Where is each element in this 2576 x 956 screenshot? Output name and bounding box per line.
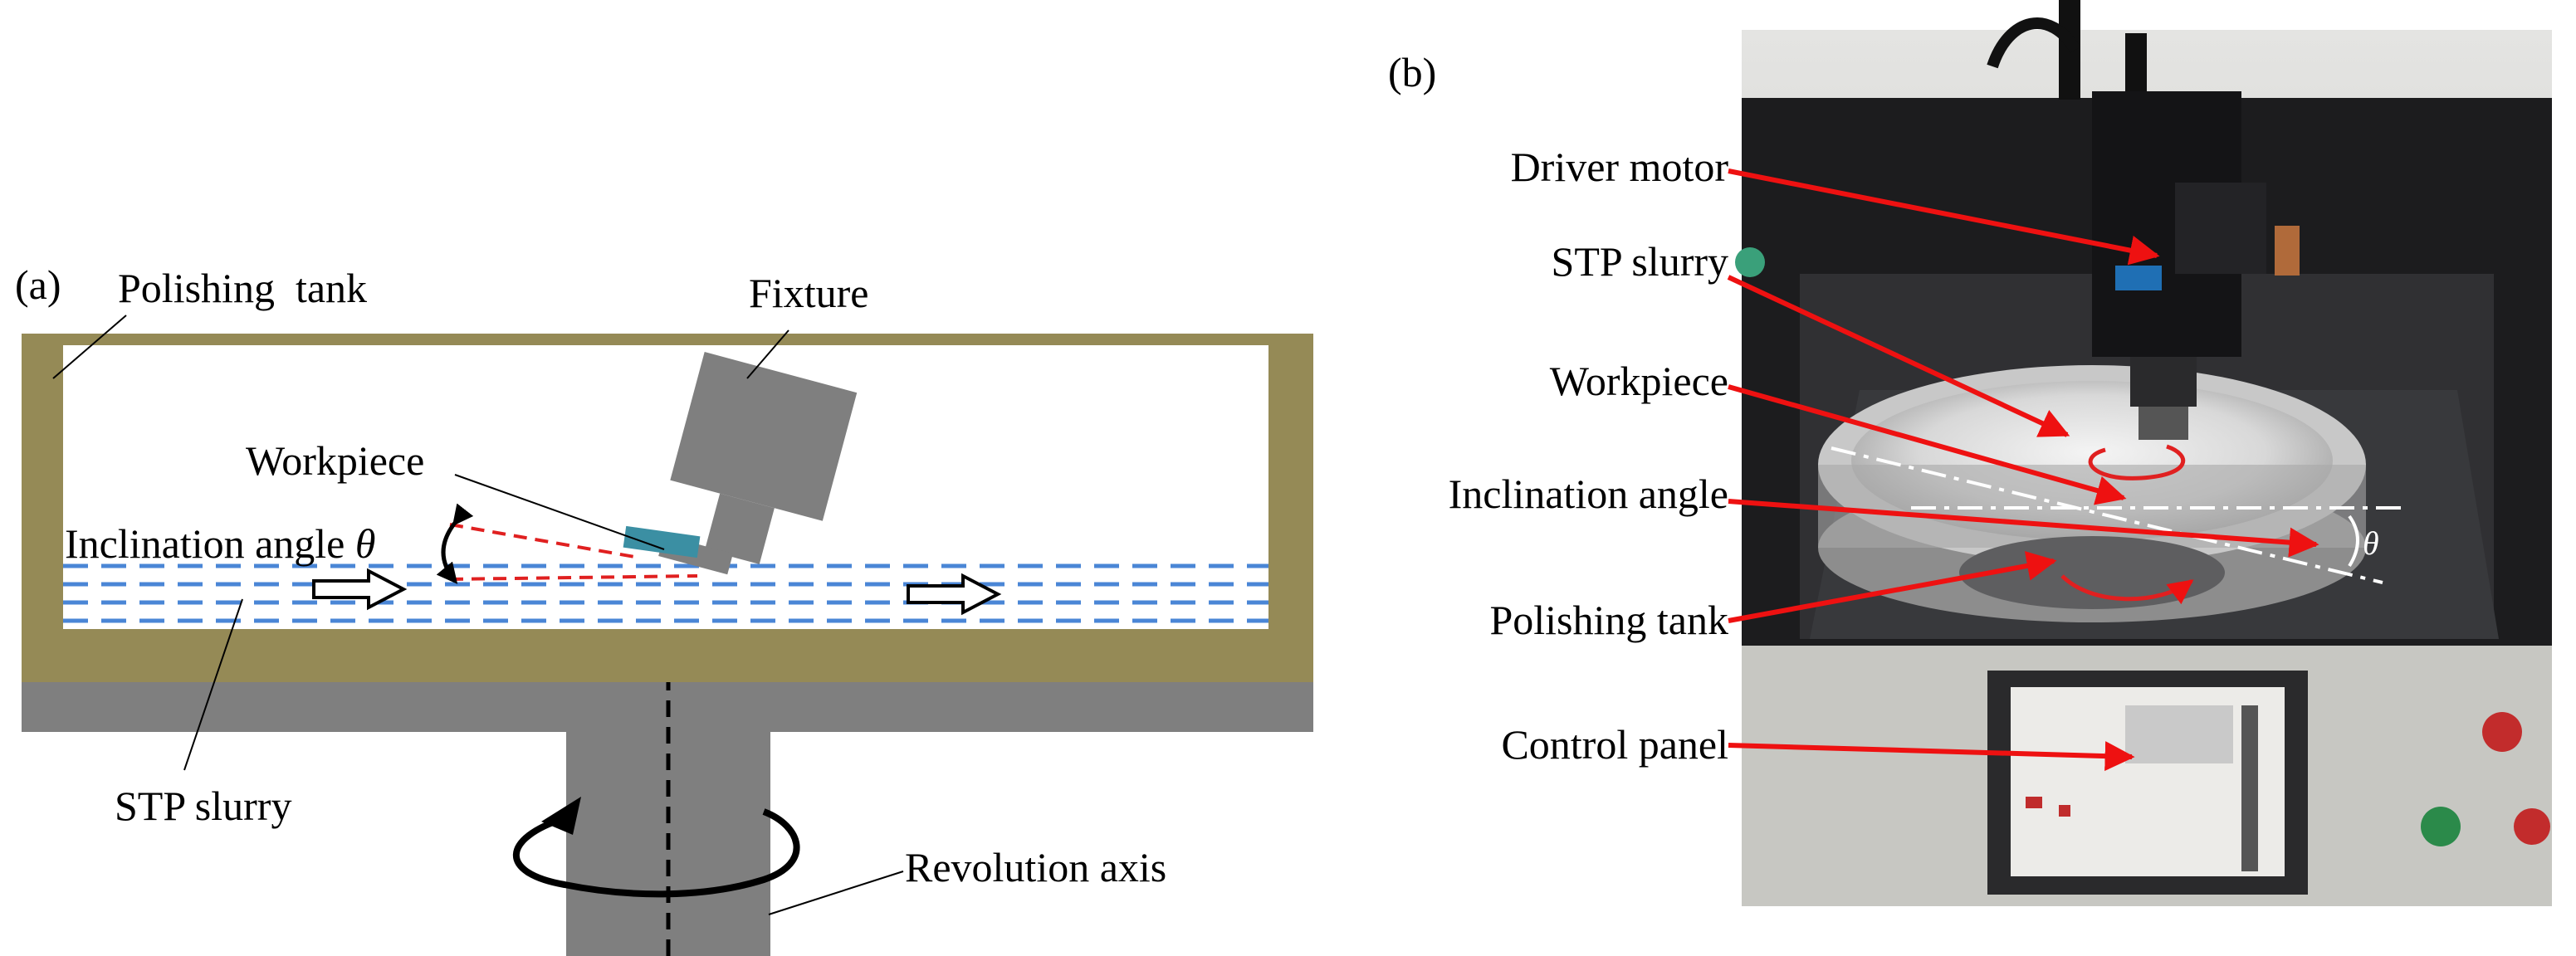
arrow-polishing-tank <box>1728 551 2057 623</box>
label-revolution-axis: Revolution axis <box>905 844 1166 890</box>
workpiece <box>623 525 701 558</box>
label-control-panel: Control panel <box>1501 721 1728 768</box>
leader-polishing-tank <box>52 315 127 379</box>
panel-a-label: (a) <box>15 261 61 308</box>
angle-arc-icon <box>436 503 474 584</box>
label-b-polishing-tank: Polishing tank <box>1489 597 1728 643</box>
leader-fixture <box>746 329 789 379</box>
photo-angle-arc-icon <box>2348 515 2359 568</box>
panel-b: (b) <box>1388 0 2552 906</box>
panel-a: (a) Polishing tank Fixture Workpiece Inc… <box>15 261 1313 956</box>
arrow-driver-motor <box>1728 168 2160 266</box>
label-b-inclination-angle: Inclination angle <box>1449 471 1728 517</box>
fixture-body <box>658 352 858 575</box>
label-driver-motor: Driver motor <box>1511 144 1729 190</box>
photo-theta: θ <box>2363 524 2379 562</box>
leader-revolution-axis <box>768 871 904 915</box>
polishing-tank <box>22 334 1313 682</box>
arrow-stp-slurry <box>1727 275 2070 437</box>
label-inclination-angle: Inclination angle θ <box>65 520 375 567</box>
inclination-line-lower <box>449 574 698 581</box>
rotation-arrow-head-icon <box>541 797 581 835</box>
label-workpiece: Workpiece <box>246 437 424 484</box>
label-stp-slurry: STP slurry <box>115 783 291 829</box>
inclination-line-upper <box>449 523 640 559</box>
arrow-workpiece <box>1728 384 2127 505</box>
arrow-inclination-angle <box>1728 499 2319 558</box>
rotation-arrow-icon <box>513 808 800 898</box>
label-polishing-tank: Polishing tank <box>118 265 367 311</box>
label-fixture: Fixture <box>749 270 868 316</box>
arrow-control-panel <box>1728 741 2135 772</box>
label-b-stp-slurry: STP slurry <box>1552 238 1728 285</box>
label-theta: θ <box>355 520 376 567</box>
flow-arrow-icon <box>907 573 1002 616</box>
leader-workpiece <box>454 474 665 550</box>
label-inclination-angle-text: Inclination angle <box>65 520 355 567</box>
photo-inclined-line <box>1831 446 2383 584</box>
stp-slurry-lines <box>63 563 1268 623</box>
flow-arrow-icon <box>312 568 408 611</box>
panel-b-label: (b) <box>1388 49 1436 95</box>
leader-stp-slurry <box>183 598 243 771</box>
machine-photo <box>1735 0 2552 906</box>
label-b-workpiece: Workpiece <box>1550 358 1728 404</box>
